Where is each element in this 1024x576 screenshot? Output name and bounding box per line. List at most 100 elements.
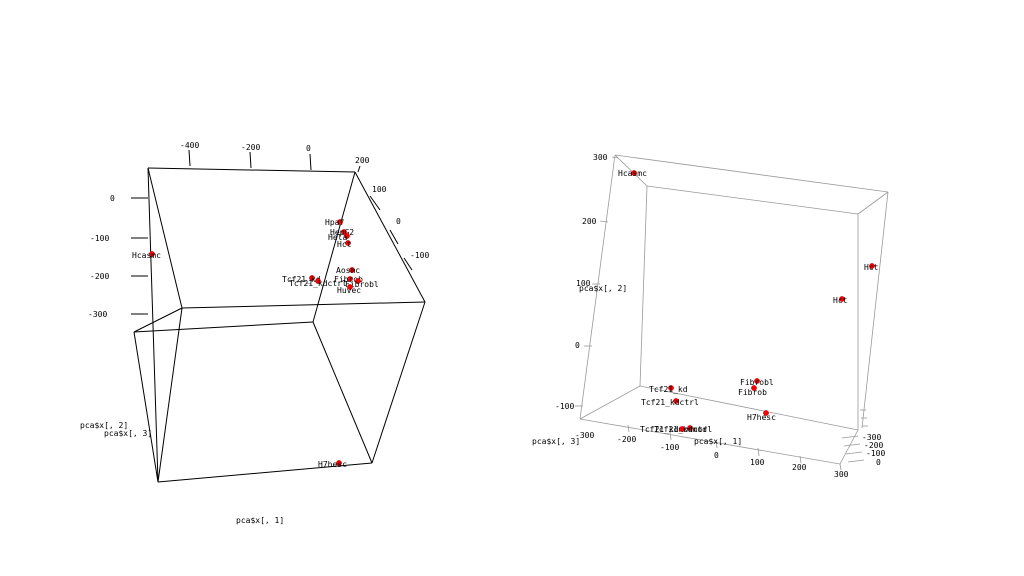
left-box-edge bbox=[147, 167, 356, 173]
right-y-tick-label: -100 bbox=[555, 402, 574, 411]
left-x-tick-mark bbox=[188, 149, 191, 167]
left-box-edge bbox=[157, 462, 373, 483]
data-point: H7hesc bbox=[747, 410, 776, 422]
point-label: Hcasmc bbox=[618, 169, 647, 178]
data-point: Tcf21_kdctrl bbox=[641, 398, 699, 407]
point-marker bbox=[349, 267, 355, 273]
point-marker bbox=[631, 170, 637, 176]
point-label: H7hesc bbox=[747, 413, 776, 422]
right-y-axis-title: pca$x[, 2] bbox=[579, 284, 627, 293]
left-z-tick-label: 100 bbox=[372, 185, 387, 194]
point-label: Tcf21_kdmod bbox=[654, 425, 707, 434]
left-points: Hcasmc Hpaf HepG2 Hela Hct Aosmc Tcf21_k… bbox=[132, 218, 379, 469]
point-marker bbox=[344, 233, 350, 239]
left-x-tick-label: -400 bbox=[180, 141, 199, 150]
point-label: Fibrobl bbox=[740, 378, 774, 387]
right-x-tick-label: 300 bbox=[834, 470, 849, 479]
left-box-edge bbox=[147, 167, 183, 309]
data-point: Aosmc bbox=[336, 266, 360, 275]
left-x-tick-mark bbox=[309, 153, 312, 171]
right-z-tick-label: 0 bbox=[876, 458, 881, 467]
data-point: Tcf21_kdctrl bbox=[289, 278, 347, 288]
point-label: Hct bbox=[864, 263, 879, 272]
left-z-tick-label: -100 bbox=[410, 251, 429, 260]
left-x-tick-mark bbox=[357, 165, 361, 173]
point-label: Aosmc bbox=[336, 266, 360, 275]
right-x-axis-title: pca$x[, 1] bbox=[694, 437, 742, 446]
point-marker bbox=[347, 284, 353, 290]
left-tick-labels: -400 -200 0 200 0 -100 -200 -300 100 0 -… bbox=[88, 141, 429, 319]
data-point: Hcasmc bbox=[618, 169, 647, 178]
point-label: H7hesc bbox=[318, 460, 347, 469]
right-box-edge bbox=[579, 154, 616, 420]
right-box-edge bbox=[839, 429, 859, 465]
point-label: Huvec bbox=[337, 286, 361, 295]
right-y-tick-label: 200 bbox=[582, 217, 597, 226]
data-point: Hcasmc bbox=[132, 251, 161, 260]
left-3d-plot bbox=[133, 167, 426, 483]
point-label: HepG2 bbox=[330, 228, 354, 237]
point-marker bbox=[336, 460, 342, 466]
point-marker bbox=[754, 378, 760, 384]
right-x-tick-mark bbox=[627, 424, 630, 433]
right-3d-plot bbox=[579, 154, 889, 465]
point-marker bbox=[687, 425, 693, 431]
left-z-axis-title: pca$x[, 3] bbox=[104, 429, 152, 438]
right-z-tick-mark bbox=[841, 435, 859, 439]
right-x-tick-mark bbox=[715, 439, 718, 449]
left-x-tick-mark bbox=[249, 151, 252, 169]
point-label: Tcf21_kd bbox=[649, 385, 688, 394]
left-x-tick-label: 0 bbox=[306, 144, 311, 153]
left-box-edge bbox=[147, 167, 159, 483]
data-point: Hela bbox=[328, 233, 350, 242]
right-tick-labels: 300 200 100 0 -100 -200 -100 0 100 200 3… bbox=[555, 153, 885, 479]
left-box-edge bbox=[133, 321, 314, 333]
point-label: Tcf21_kd bbox=[282, 275, 321, 284]
right-z-tick-label: -300 bbox=[862, 433, 881, 442]
right-ticks bbox=[575, 156, 868, 471]
right-x-tick-label: 0 bbox=[714, 451, 719, 460]
point-marker bbox=[355, 278, 361, 284]
left-box-edge bbox=[354, 171, 426, 303]
data-point: Fibrobl bbox=[345, 278, 379, 289]
data-point: Fibrob bbox=[738, 385, 767, 397]
point-label: Tcf21_kdmodctrl bbox=[640, 425, 712, 434]
right-x-tick-mark bbox=[757, 447, 760, 457]
right-x-tick-label: -300 bbox=[575, 431, 594, 440]
left-box-edge bbox=[157, 307, 183, 483]
left-box-edge bbox=[312, 321, 373, 464]
left-z-tick-mark bbox=[389, 229, 399, 245]
right-x-tick-label: -100 bbox=[660, 443, 679, 452]
point-marker bbox=[345, 240, 351, 246]
right-y-tick-label: 100 bbox=[576, 279, 591, 288]
right-box-edge bbox=[579, 385, 641, 420]
right-z-tick-label: -100 bbox=[866, 449, 885, 458]
right-box-edge bbox=[646, 185, 859, 215]
point-label: Tcf21_kdctrl bbox=[289, 279, 347, 288]
point-marker bbox=[315, 278, 321, 284]
point-label: Fibrob bbox=[738, 388, 767, 397]
point-label: Hela bbox=[328, 233, 347, 242]
left-box-edge bbox=[133, 331, 159, 483]
point-marker bbox=[839, 296, 845, 302]
left-y-tick-label: 0 bbox=[110, 194, 115, 203]
point-marker bbox=[679, 426, 685, 432]
left-y-axis-title: pca$x[, 2] bbox=[80, 421, 128, 430]
point-marker bbox=[673, 398, 679, 404]
right-box-edge bbox=[639, 385, 859, 431]
right-z-tick-mark bbox=[845, 451, 863, 455]
left-ticks bbox=[131, 149, 413, 315]
left-x-tick-label: 200 bbox=[355, 156, 370, 165]
right-box-edge bbox=[639, 185, 648, 387]
data-point: Hct bbox=[864, 263, 879, 272]
left-box-edge bbox=[371, 301, 426, 464]
data-point: Tcf21_kdmod bbox=[654, 425, 707, 434]
point-marker bbox=[751, 385, 757, 391]
right-x-tick-mark bbox=[839, 463, 842, 471]
right-x-tick-mark bbox=[669, 431, 672, 441]
point-marker bbox=[341, 229, 347, 235]
data-point: Tcf21_kd bbox=[649, 385, 688, 394]
right-y-tick-mark bbox=[611, 156, 619, 159]
point-marker bbox=[668, 385, 674, 391]
